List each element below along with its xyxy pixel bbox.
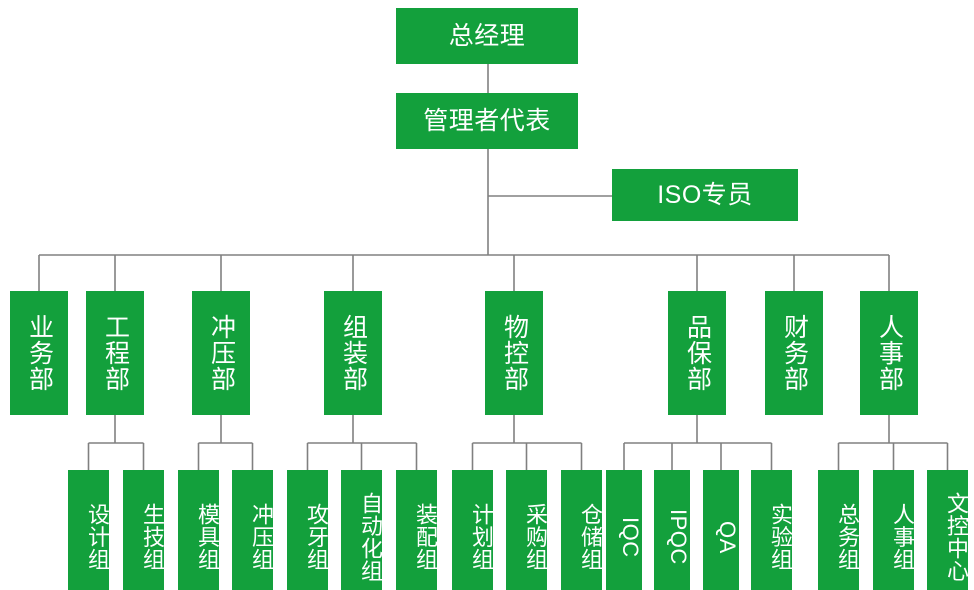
node-label: 攻牙组 xyxy=(304,503,328,571)
node-label: 装配组 xyxy=(413,503,437,571)
node-label: 模具组 xyxy=(195,503,219,571)
node-gm[interactable]: 总经理 xyxy=(396,8,578,64)
group-grp-lab[interactable]: 实验组 xyxy=(751,470,792,590)
node-label: 工程部 xyxy=(101,314,130,392)
group-grp-planning[interactable]: 计划组 xyxy=(452,470,493,590)
node-label: 文控中心 xyxy=(944,492,968,582)
group-grp-iqc[interactable]: IQC xyxy=(606,470,642,590)
group-grp-ipqc[interactable]: IPQC xyxy=(654,470,690,590)
group-grp-stamping[interactable]: 冲压组 xyxy=(232,470,273,590)
group-grp-mold[interactable]: 模具组 xyxy=(178,470,219,590)
department-dept-quality[interactable]: 品保部 xyxy=(668,291,726,415)
department-dept-eng[interactable]: 工程部 xyxy=(86,291,144,415)
node-label: 管理者代表 xyxy=(423,106,551,135)
node-label: 设计组 xyxy=(85,503,109,571)
node-iso[interactable]: ISO专员 xyxy=(612,169,798,221)
group-grp-hr[interactable]: 人事组 xyxy=(873,470,914,590)
node-label: 人事部 xyxy=(875,314,904,392)
group-grp-tapping[interactable]: 攻牙组 xyxy=(287,470,328,590)
group-grp-admin[interactable]: 总务组 xyxy=(818,470,859,590)
node-label: 品保部 xyxy=(683,314,712,392)
node-label: 总经理 xyxy=(448,21,526,50)
group-grp-assembly[interactable]: 装配组 xyxy=(396,470,437,590)
node-label: 财务部 xyxy=(780,314,809,392)
node-label: 冲压部 xyxy=(207,314,236,392)
node-label: 仓储组 xyxy=(578,503,602,571)
group-grp-warehouse[interactable]: 仓储组 xyxy=(561,470,602,590)
group-grp-qa[interactable]: QA xyxy=(703,470,739,590)
node-label: IQC xyxy=(618,516,642,558)
node-label: QA xyxy=(715,520,739,554)
department-dept-materials[interactable]: 物控部 xyxy=(485,291,543,415)
node-label: 业务部 xyxy=(25,314,54,392)
group-grp-prodtech[interactable]: 生技组 xyxy=(123,470,164,590)
group-grp-purchasing[interactable]: 采购组 xyxy=(506,470,547,590)
node-label: IPQC xyxy=(666,509,690,565)
department-dept-stamping[interactable]: 冲压部 xyxy=(192,291,250,415)
group-grp-design[interactable]: 设计组 xyxy=(68,470,109,590)
node-label: 组装部 xyxy=(339,314,368,392)
department-dept-assembly[interactable]: 组装部 xyxy=(324,291,382,415)
node-label: ISO专员 xyxy=(657,180,753,209)
node-label: 计划组 xyxy=(469,503,493,571)
node-mgmtrep[interactable]: 管理者代表 xyxy=(396,93,578,149)
group-grp-doc[interactable]: 文控中心 xyxy=(927,470,968,590)
node-label: 人事组 xyxy=(890,503,914,571)
node-label: 冲压组 xyxy=(249,503,273,571)
node-label: 物控部 xyxy=(500,314,529,392)
node-label: 生技组 xyxy=(140,503,164,571)
group-grp-automation[interactable]: 自动化组 xyxy=(341,470,382,590)
department-dept-finance[interactable]: 财务部 xyxy=(765,291,823,415)
node-label: 总务组 xyxy=(835,503,859,571)
department-dept-sales[interactable]: 业务部 xyxy=(10,291,68,415)
node-label: 自动化组 xyxy=(358,492,382,582)
node-label: 实验组 xyxy=(768,503,792,571)
node-label: 采购组 xyxy=(523,503,547,571)
department-dept-hr[interactable]: 人事部 xyxy=(860,291,918,415)
